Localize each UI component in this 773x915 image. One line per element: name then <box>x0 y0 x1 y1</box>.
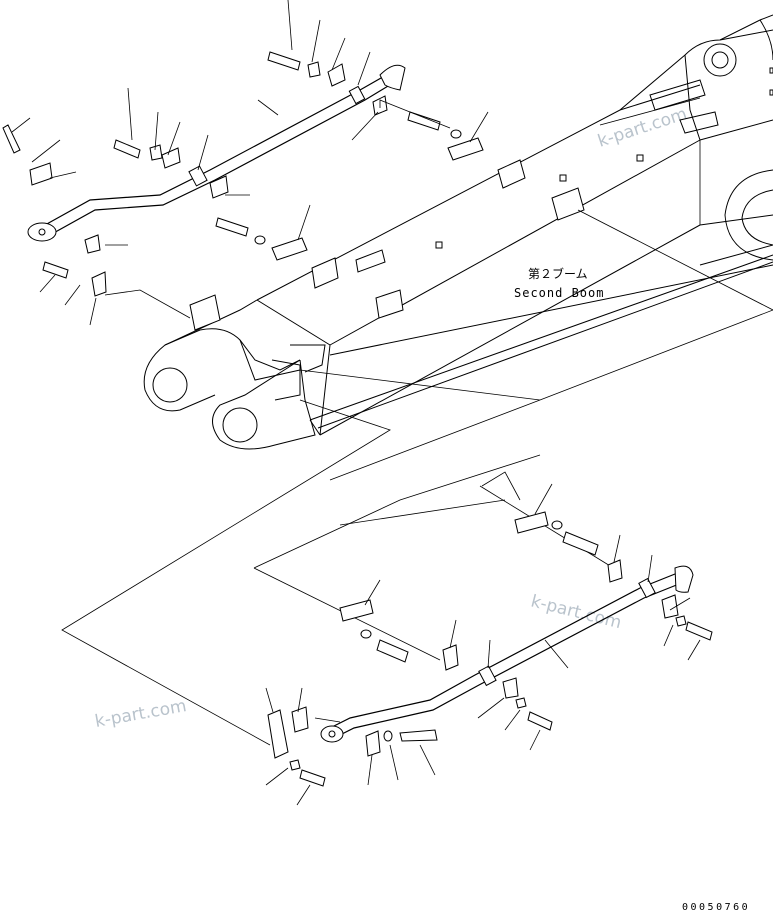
bolt-top-2 <box>113 139 141 159</box>
bolt-lower-5 <box>399 729 438 742</box>
clamp-bracket-1 <box>497 159 526 189</box>
diagram-labels: 第２ブーム Second Boom 00050760 <box>514 266 750 913</box>
bolt-top-4 <box>215 217 249 237</box>
clamp-block-lower-2 <box>339 599 374 622</box>
pipe-flange-left <box>27 222 57 242</box>
boom-label-english: Second Boom <box>514 286 604 300</box>
lower-pipe-assembly <box>265 483 713 806</box>
clamp-bracket-3 <box>311 257 339 289</box>
pipe-elbow-lower-right <box>674 565 694 593</box>
watermark-middle: k-part.com <box>529 591 624 633</box>
left-pin-boss-lower <box>222 407 258 443</box>
bolt-top-1 <box>267 51 301 71</box>
bolt-top-6 <box>2 124 21 154</box>
pipe-elbow-right <box>379 64 406 91</box>
bolt-lower-3 <box>685 621 713 641</box>
bolt-lower-4 <box>527 711 553 731</box>
bolt-lower-2 <box>376 639 409 663</box>
watermark-bottom: k-part.com <box>93 696 188 732</box>
bolt-lower-6 <box>299 769 326 787</box>
drawing-code: 00050760 <box>682 902 750 911</box>
second-boom-body <box>143 14 773 450</box>
support-plate-lower <box>267 709 289 759</box>
boom-foot-circle <box>724 169 773 261</box>
watermark-top: k-part.com <box>595 104 689 152</box>
clamp-block-top-1 <box>447 137 484 161</box>
clamp-block-lower-1 <box>514 511 549 534</box>
clamp-bracket-6 <box>189 294 221 331</box>
clamp-bracket-2 <box>551 187 585 221</box>
bolt-top-3 <box>407 111 441 131</box>
watermarks: k-part.com k-part.com k-part.com <box>93 104 689 732</box>
left-pin-boss-upper <box>152 367 188 403</box>
pipe-flange-lower-left <box>320 725 344 743</box>
boom-label-japanese: 第２ブーム <box>528 266 588 281</box>
bolt-lower-1 <box>562 531 599 556</box>
clamp-block-top-2 <box>271 237 308 261</box>
bolt-top-5 <box>42 261 69 279</box>
clamp-bracket-4 <box>355 249 386 273</box>
upper-pipe-assembly <box>2 0 773 331</box>
callout-frames <box>61 309 773 746</box>
clamp-bracket-5 <box>375 289 404 319</box>
boom-pin-hole-top <box>703 43 737 77</box>
